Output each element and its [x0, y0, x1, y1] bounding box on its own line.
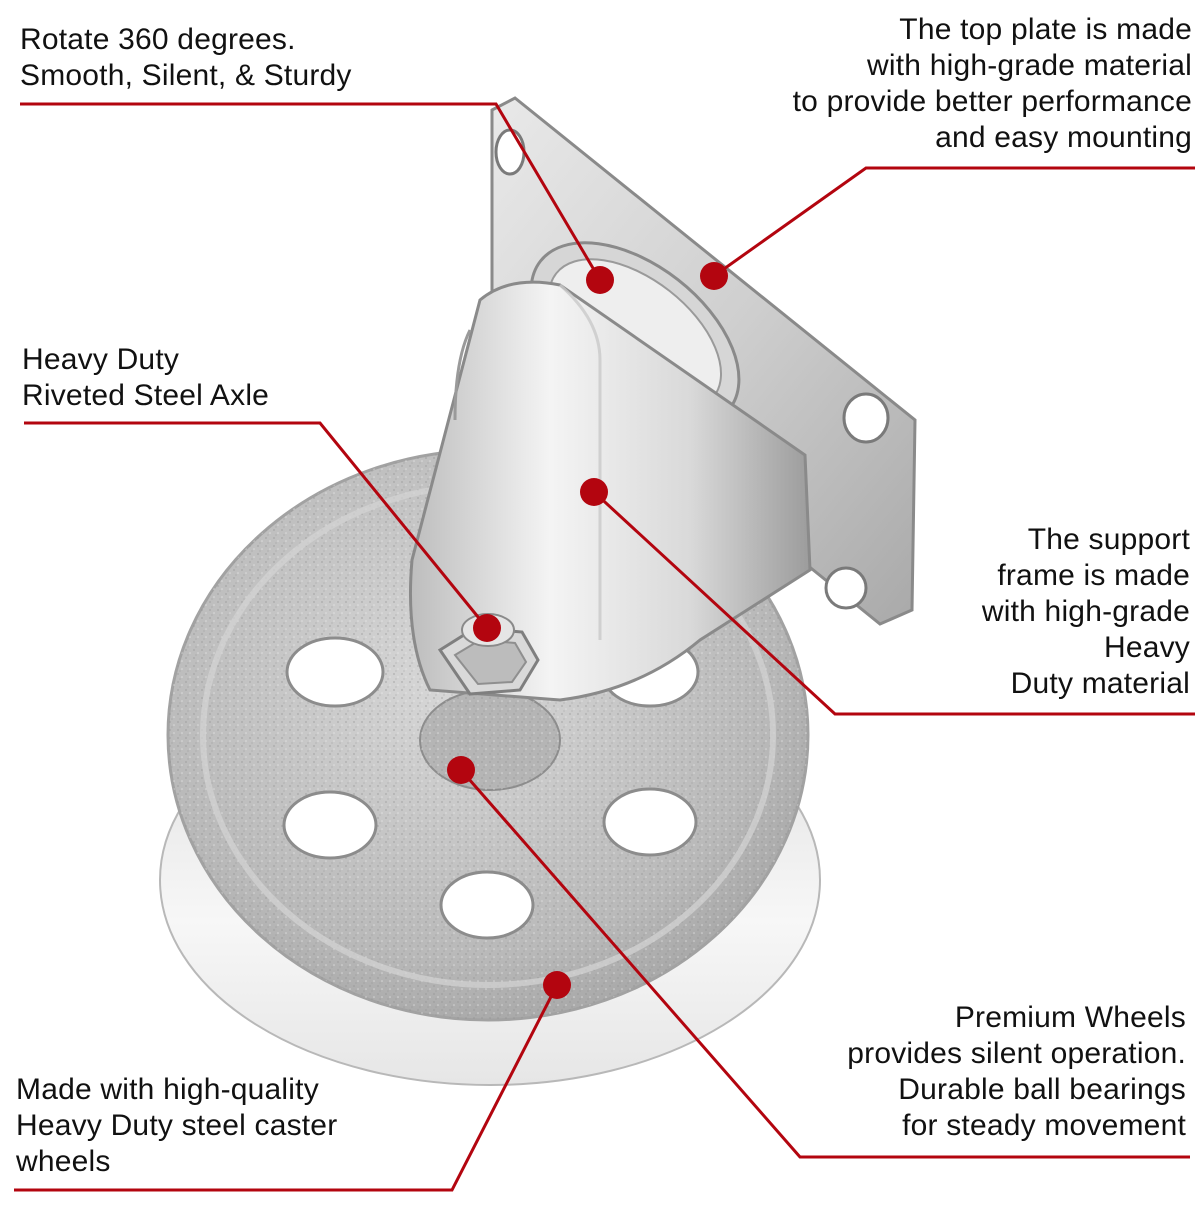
- callout-leaders: [14, 102, 1195, 1192]
- marker-dot: [586, 266, 614, 294]
- callout-line: Heavy: [1103, 631, 1190, 664]
- wheel-hole: [439, 870, 535, 940]
- wheel-hole: [602, 787, 698, 857]
- marker-dot: [700, 262, 728, 290]
- callout-line: and easy mounting: [935, 121, 1192, 154]
- marker-dot: [580, 478, 608, 506]
- callout-line: Duty material: [1010, 667, 1190, 700]
- marker-dot: [543, 971, 571, 999]
- callout-steel-wheels: Made with high-quality Heavy Duty steel …: [16, 1072, 337, 1180]
- callout-line: The top plate is made: [899, 13, 1192, 46]
- callout-axle: Heavy Duty Riveted Steel Axle: [22, 342, 269, 414]
- callout-line: with high-grade material: [867, 49, 1192, 82]
- callout-line: Rotate 360 degrees.: [20, 23, 296, 56]
- callout-line: for steady movement: [902, 1109, 1186, 1142]
- callout-line: to provide better performance: [792, 85, 1192, 118]
- wheel-hole: [282, 790, 378, 860]
- callout-line: Durable ball bearings: [898, 1073, 1186, 1106]
- callout-line: Riveted Steel Axle: [22, 379, 270, 412]
- callout-line: Heavy Duty: [22, 343, 180, 376]
- mounting-hole: [824, 566, 868, 610]
- callout-rotate: Rotate 360 degrees. Smooth, Silent, & St…: [20, 22, 352, 94]
- wheel-hole: [285, 636, 385, 708]
- callout-line: Heavy Duty steel caster: [16, 1109, 338, 1142]
- callout-line: provides silent operation.: [847, 1037, 1186, 1070]
- marker-dot: [447, 756, 475, 784]
- callout-line: The support: [1027, 523, 1190, 556]
- leader-top-plate: [713, 166, 1195, 278]
- callout-markers: [447, 262, 728, 999]
- callout-line: Premium Wheels: [954, 1001, 1186, 1034]
- leader-axle: [24, 421, 489, 629]
- mounting-hole: [842, 392, 890, 444]
- marker-dot: [473, 614, 501, 642]
- leader-frame: [592, 490, 1195, 716]
- leader-wheels: [459, 769, 1190, 1159]
- callout-line: Smooth, Silent, & Sturdy: [20, 59, 352, 92]
- callout-line: Made with high-quality: [16, 1073, 319, 1106]
- callout-support-frame: The support frame is made with high-grad…: [982, 522, 1190, 702]
- axle-nut: [437, 613, 540, 696]
- callout-top-plate: The top plate is made with high-grade ma…: [793, 12, 1192, 156]
- callout-line: frame is made: [997, 559, 1190, 592]
- callout-premium-wheels: Premium Wheels provides silent operation…: [847, 1000, 1186, 1144]
- leader-steel: [14, 984, 559, 1192]
- callout-line: with high-grade: [981, 595, 1190, 628]
- support-frame: [409, 280, 812, 702]
- leader-rotate: [20, 102, 602, 281]
- mounting-hole: [494, 128, 526, 176]
- callout-line: wheels: [16, 1145, 111, 1178]
